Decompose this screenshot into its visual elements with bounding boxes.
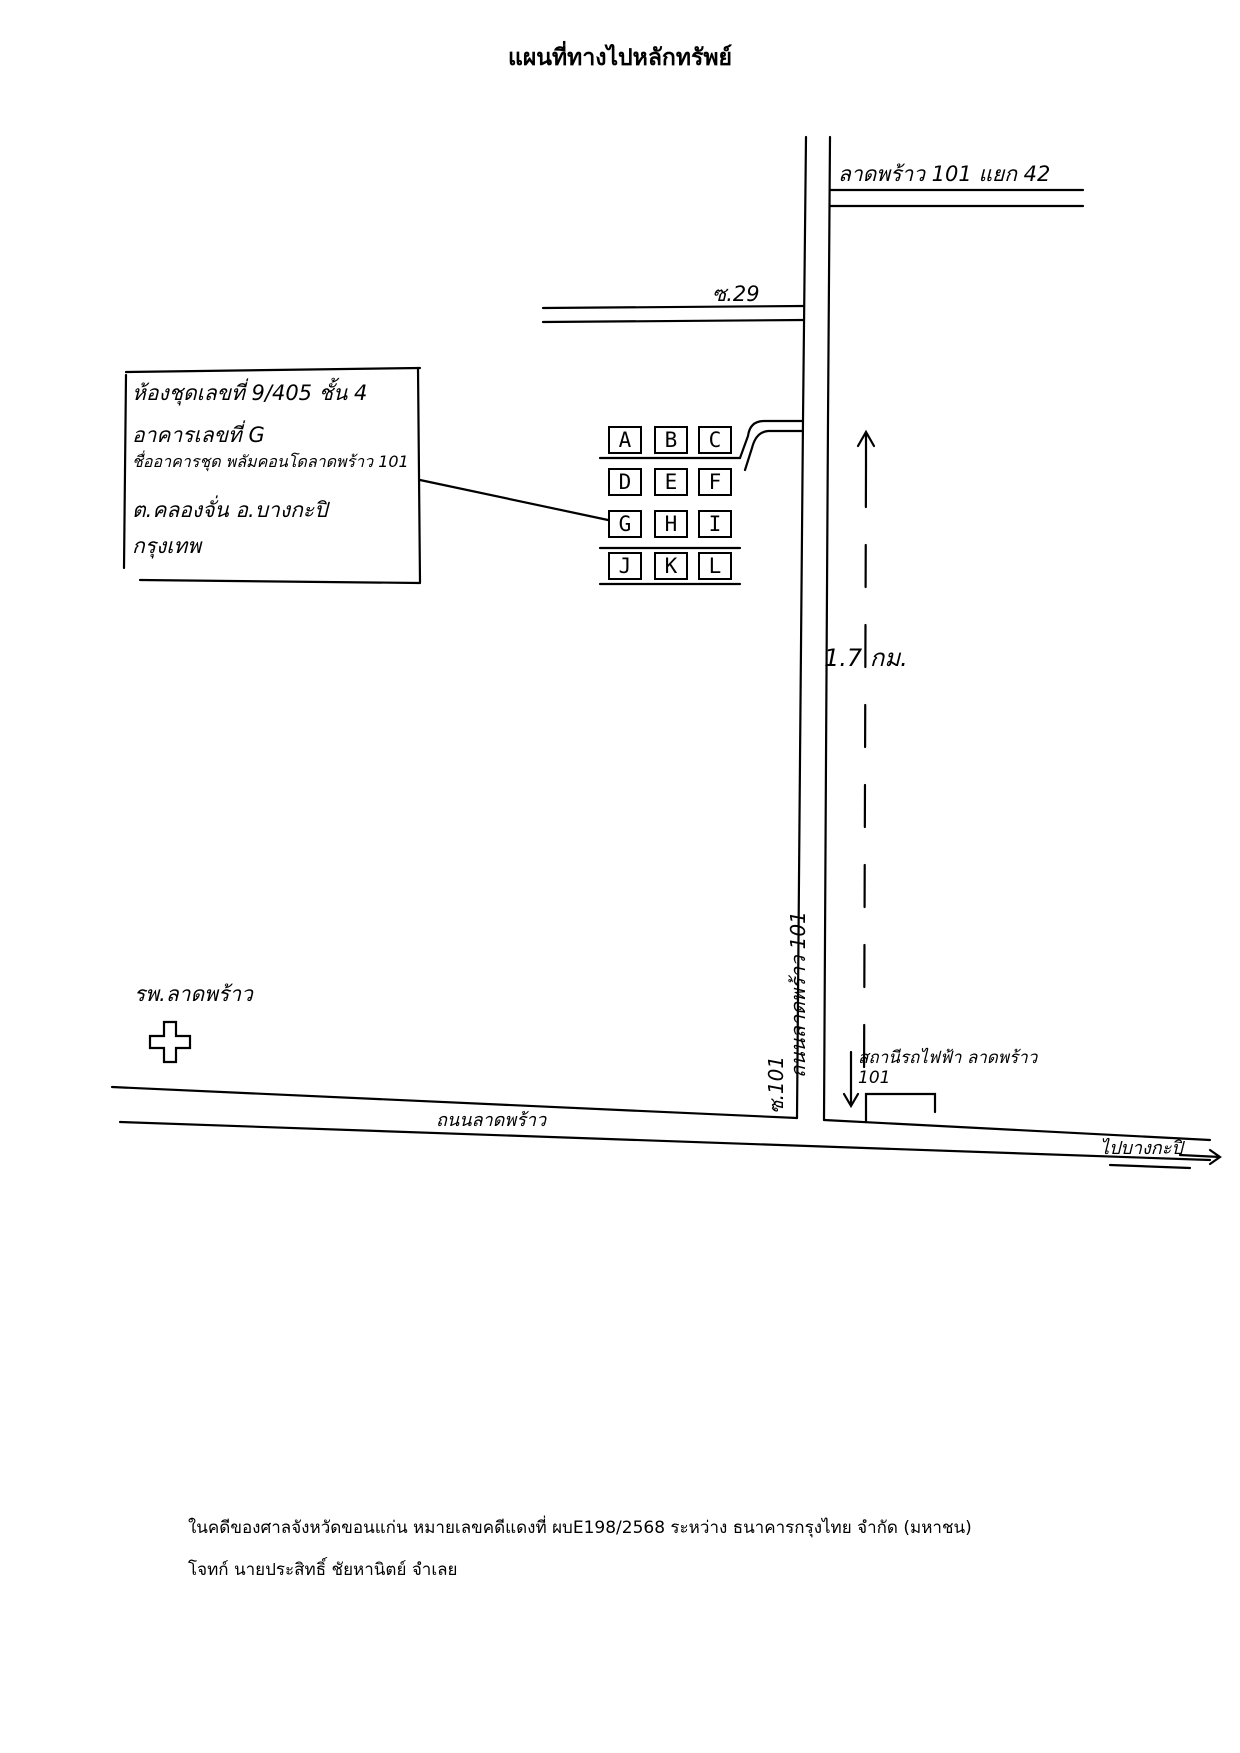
soi-29-edge-2 — [541, 318, 806, 324]
soi-101-left-edge — [795, 135, 808, 1120]
building-g: G — [608, 510, 642, 538]
hospital-cross-icon — [148, 1020, 192, 1064]
building-a: A — [608, 426, 642, 454]
building-d: D — [608, 468, 642, 496]
soi-29-edge-1 — [541, 304, 806, 310]
building-i: I — [698, 510, 732, 538]
case-info-line-1: ในคดีของศาลจังหวัดขอนแก่น หมายเลขคดีแดงท… — [188, 1518, 972, 1538]
note-box-right — [416, 366, 422, 584]
note-line-2: อาคารเลขที่ G — [132, 423, 265, 447]
distance-label: 1.7 กม. — [824, 644, 908, 672]
distance-dashes — [862, 463, 868, 1092]
page-title: แผนที่ทางไปหลักทรัพย์ — [508, 45, 732, 71]
note-box-bottom — [138, 578, 422, 585]
building-b: B — [654, 426, 688, 454]
main-road-top-edge — [110, 1085, 799, 1120]
station-arrow — [842, 1050, 860, 1109]
main-road-bottom-edge — [118, 1120, 1212, 1162]
building-c: C — [698, 426, 732, 454]
note-line-5: กรุงเทพ — [132, 534, 202, 558]
connector-road-inner — [743, 429, 805, 472]
main-road-label: ถนนลาดพร้าว — [436, 1110, 547, 1131]
note-line-3: ชื่ออาคารชุด พลัมคอนโดลาดพร้าว 101 — [132, 452, 409, 471]
note-line-1: ห้องชุดเลขที่ 9/405 ชั้น 4 — [132, 381, 368, 405]
connector-road — [738, 419, 805, 460]
note-leader-line — [418, 478, 610, 522]
arrow-up-icon — [856, 429, 876, 467]
building-l: L — [698, 552, 732, 580]
soi-29-label: ซ.29 — [712, 282, 760, 306]
station-marker — [864, 1092, 937, 1124]
station-label: สถานีรถไฟฟ้า ลาดพร้าว 101 — [858, 1048, 1038, 1089]
arrow-right-icon — [1178, 1148, 1222, 1166]
building-h: H — [654, 510, 688, 538]
soi-101-right-edge — [822, 135, 832, 1122]
note-box-left — [122, 373, 128, 570]
direction-label: ไปบางกะปิ — [1100, 1138, 1183, 1159]
direction-underline — [1108, 1163, 1192, 1170]
top-road-label: ลาดพร้าว 101 แยก 42 — [838, 162, 1051, 186]
building-e: E — [654, 468, 688, 496]
soi-name-vertical-label: ถนนลาดพร้าว 101 — [786, 911, 810, 1078]
building-j: J — [608, 552, 642, 580]
main-road-top-edge-right — [822, 1118, 1212, 1142]
building-f: F — [698, 468, 732, 496]
note-box-top — [124, 366, 422, 374]
case-info-line-2: โจทก์ นายประสิทธิ์ ชัยหานิตย์ จำเลย — [188, 1560, 458, 1580]
hospital-label: รพ.ลาดพร้าว — [134, 982, 253, 1006]
note-line-4: ต.คลองจั่น อ.บางกะปิ — [132, 498, 328, 522]
building-k: K — [654, 552, 688, 580]
